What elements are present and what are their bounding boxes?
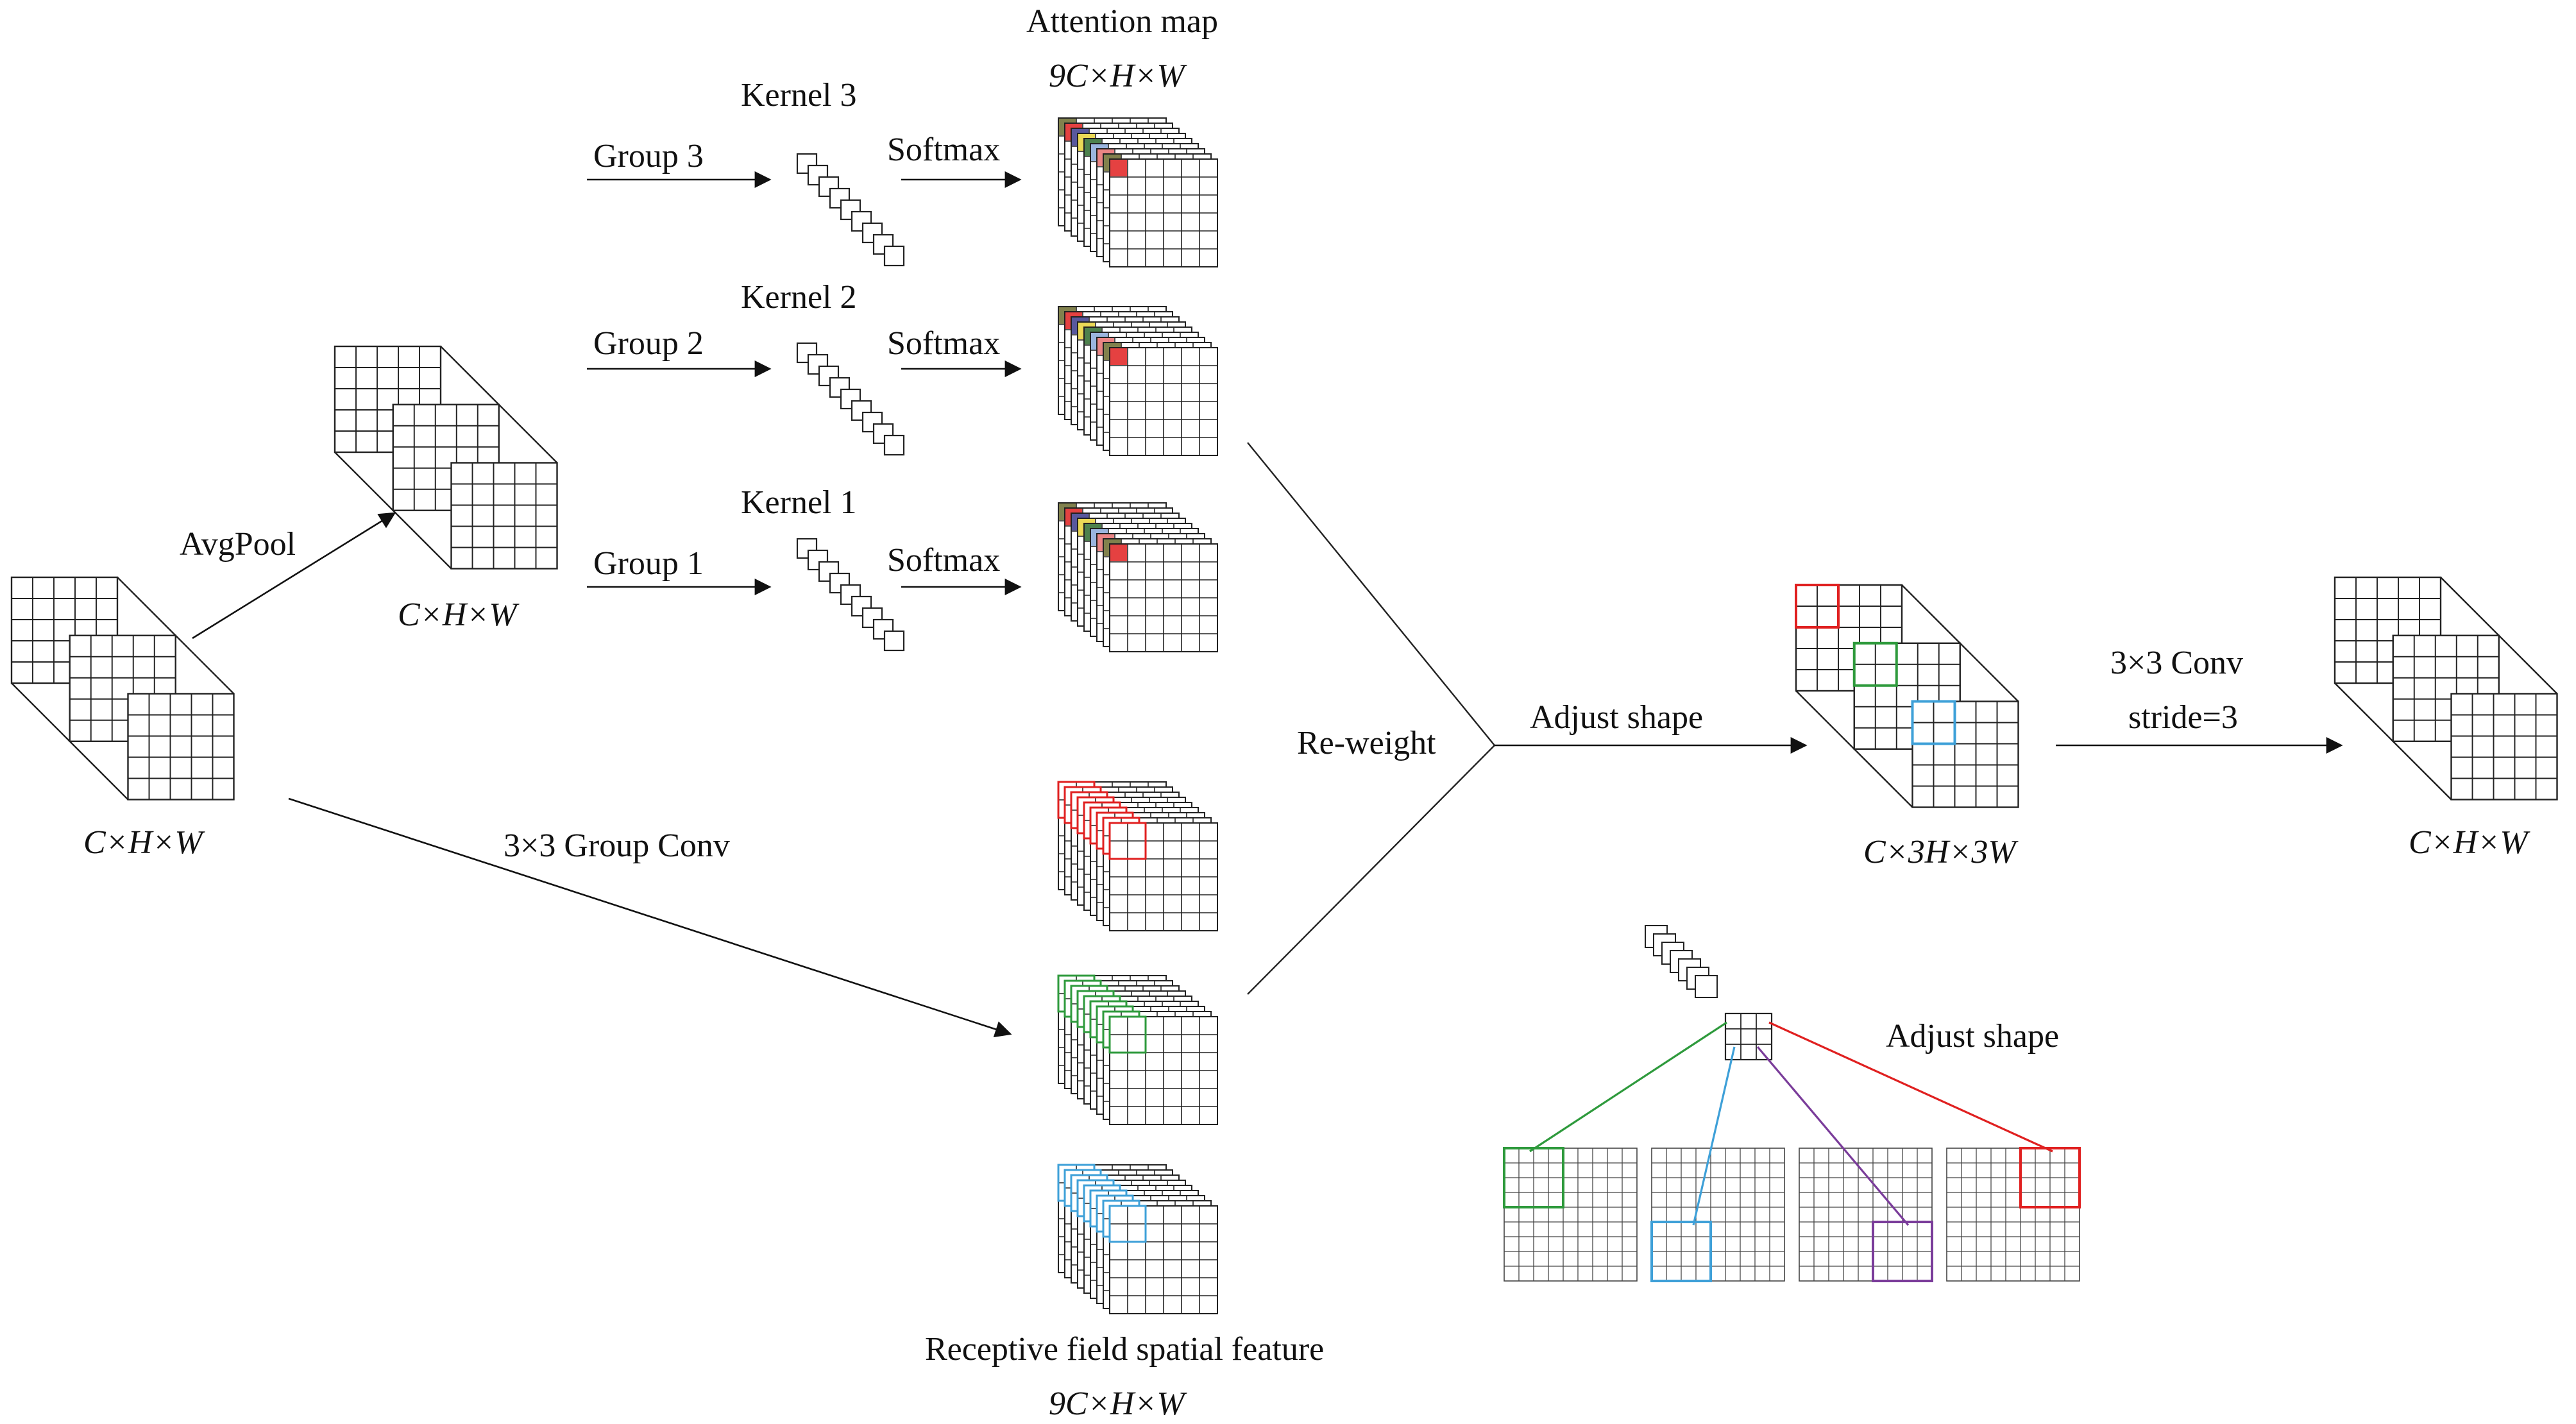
grid-cells: [1109, 543, 1218, 652]
attention-weight-cell: [1110, 348, 1127, 365]
detail-purple-box: [1872, 1221, 1933, 1282]
group1-label: Group 1: [593, 545, 704, 582]
kernel-square: [796, 538, 818, 559]
attention-map-dim: 9C×H×W: [1049, 58, 1187, 94]
kernel-square: [883, 245, 905, 267]
kernel3-label: Kernel 3: [741, 77, 856, 114]
kernel-square: [818, 561, 840, 582]
receptive-highlight: [1108, 822, 1147, 860]
adjusted-dim-label: C×3H×3W: [1863, 834, 2019, 870]
grid-cells: [1504, 1148, 1638, 1282]
adjust-shape-detail: [1503, 925, 2081, 1282]
stack-square: [1695, 975, 1718, 998]
highlight-red: [1795, 584, 1840, 629]
kernel2-label: Kernel 2: [741, 279, 856, 316]
grid-cells: [1109, 347, 1218, 456]
input-dim-label: C×H×W: [83, 824, 205, 861]
avgpool-label: AvgPool: [180, 526, 296, 563]
receptive-field-dim: 9C×H×W: [1049, 1386, 1187, 1422]
reweight-label: Re-weight: [1297, 725, 1436, 761]
output-dim-label: C×H×W: [2409, 824, 2530, 861]
kernel1-label: Kernel 1: [741, 484, 856, 521]
grid-cells: [1109, 1016, 1218, 1125]
conv-3x3-label: 3×3 Conv: [2110, 645, 2243, 681]
kernel-square: [807, 164, 829, 186]
highlight-green: [1852, 641, 1898, 687]
grid-cells: [1799, 1148, 1933, 1282]
detail-purple-link: [1756, 1046, 1910, 1226]
group-conv-label: 3×3 Group Conv: [504, 827, 730, 864]
receptive-highlight: [1108, 1015, 1147, 1054]
labels: AvgPool 3×3 Group Conv Group 3 Group 2 G…: [83, 3, 2530, 1422]
detail-blue-box: [1650, 1221, 1712, 1282]
detail-blue-link: [1692, 1046, 1736, 1226]
highlight-blue: [1911, 700, 1956, 745]
kernel1-chain: [796, 538, 905, 652]
attention-map-title: Attention map: [1026, 3, 1218, 40]
group3-label: Group 3: [593, 138, 704, 174]
softmax2-label: Softmax: [887, 325, 1000, 362]
kernel2-chain: [796, 342, 905, 456]
group2-label: Group 2: [593, 325, 704, 362]
grid-cells: [1109, 158, 1218, 267]
grid-cells: [1109, 822, 1218, 931]
attention-weight-cell: [1110, 160, 1127, 176]
input-tensor: [10, 576, 235, 801]
attention-map-2: [1058, 306, 1218, 456]
receptive-field-title: Receptive field spatial feature: [925, 1331, 1324, 1368]
attention-map-3: [1058, 117, 1218, 267]
adjust-shape-label-2: Adjust shape: [1886, 1018, 2059, 1055]
grid-cells: [1651, 1148, 1785, 1282]
kernel-square: [829, 187, 851, 209]
reweight-line-top: [1247, 442, 1495, 746]
attention-weight-cell: [1110, 545, 1127, 561]
softmax1-label: Softmax: [887, 542, 1000, 579]
stride-label: stride=3: [2128, 699, 2238, 736]
kernel-square: [872, 618, 894, 640]
kernel-square: [818, 365, 840, 387]
receptive-feature-1: [1057, 781, 1218, 931]
receptive-highlight: [1108, 1205, 1147, 1243]
receptive-feature-2: [1057, 974, 1218, 1125]
grid-cells: [1946, 1148, 2080, 1282]
detail-green-link: [1529, 1021, 1727, 1153]
reweight-line-bottom: [1247, 745, 1495, 995]
kernel-square: [872, 423, 894, 445]
grid-cells: [2450, 693, 2558, 801]
attention-map-1: [1058, 502, 1218, 652]
adjusted-tensor: [1795, 584, 2019, 808]
grid-cells: [1911, 700, 2019, 808]
detail-red-link: [1768, 1021, 2053, 1153]
grid-cells: [127, 693, 235, 801]
kernel-square: [883, 434, 905, 456]
receptive-feature-3: [1057, 1164, 1218, 1314]
grid-cells: [1724, 1012, 1773, 1061]
output-tensor: [2334, 576, 2558, 801]
group-conv-arrow: [288, 797, 1012, 1038]
pooled-dim-label: C×H×W: [398, 597, 520, 633]
softmax3-label: Softmax: [887, 131, 1000, 168]
adjust-shape-label: Adjust shape: [1530, 699, 1703, 736]
avgpool-arrow: [192, 512, 396, 640]
kernel-square: [883, 630, 905, 652]
grid-cells: [450, 462, 558, 570]
pooled-tensor: [334, 345, 558, 570]
diagram-shapes: [10, 117, 2558, 1314]
detail-red-box: [2019, 1147, 2081, 1208]
grid-cells: [1109, 1205, 1218, 1314]
kernel3-chain: [796, 153, 905, 267]
